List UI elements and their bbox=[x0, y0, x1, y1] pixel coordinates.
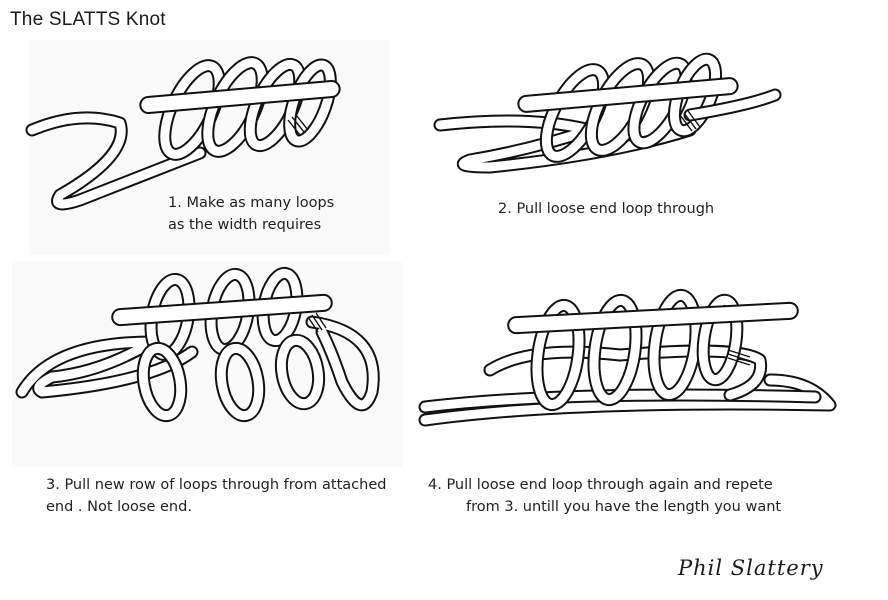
step-1-caption-line-2: as the width requires bbox=[168, 217, 322, 233]
step-3-caption: 3. Pull new row of loops through from at… bbox=[46, 474, 386, 518]
step-2-caption-line-1: 2. Pull loose end loop through bbox=[498, 201, 715, 217]
binding-tie bbox=[287, 114, 309, 136]
step-1-caption-line-1: 1. Make as many loops bbox=[168, 195, 335, 211]
binding-tie bbox=[727, 349, 751, 366]
diagram-title: The SLATTS Knot bbox=[10, 9, 166, 30]
dowel bbox=[111, 293, 333, 327]
rope-loops bbox=[15, 266, 380, 423]
step-4-caption-line-2: from 3. untill you have the length you w… bbox=[466, 499, 782, 515]
rope-loops bbox=[433, 52, 782, 174]
binding-tie bbox=[679, 110, 701, 132]
step-3-caption-line-1: 3. Pull new row of loops through from at… bbox=[46, 477, 387, 493]
step-4-illustration bbox=[418, 288, 837, 427]
step-2-caption: 2. Pull loose end loop through bbox=[498, 198, 714, 220]
step-3-illustration bbox=[15, 266, 380, 423]
step-1-illustration bbox=[25, 56, 341, 211]
dowel bbox=[517, 77, 739, 113]
step-2-illustration bbox=[433, 52, 782, 174]
rope-loops bbox=[25, 56, 337, 211]
dowel bbox=[507, 301, 799, 335]
rope-loops bbox=[418, 288, 837, 427]
step-4-caption: 4. Pull loose end loop through again and… bbox=[428, 474, 781, 518]
step-4-caption-line-1: 4. Pull loose end loop through again and… bbox=[428, 477, 773, 493]
step-3-caption-line-2: end . Not loose end. bbox=[46, 499, 192, 515]
step-1-caption: 1. Make as many loops as the width requi… bbox=[168, 192, 334, 236]
author-signature: Phil Slattery bbox=[678, 556, 824, 580]
binding-tie bbox=[307, 312, 327, 333]
dowel bbox=[139, 79, 341, 115]
